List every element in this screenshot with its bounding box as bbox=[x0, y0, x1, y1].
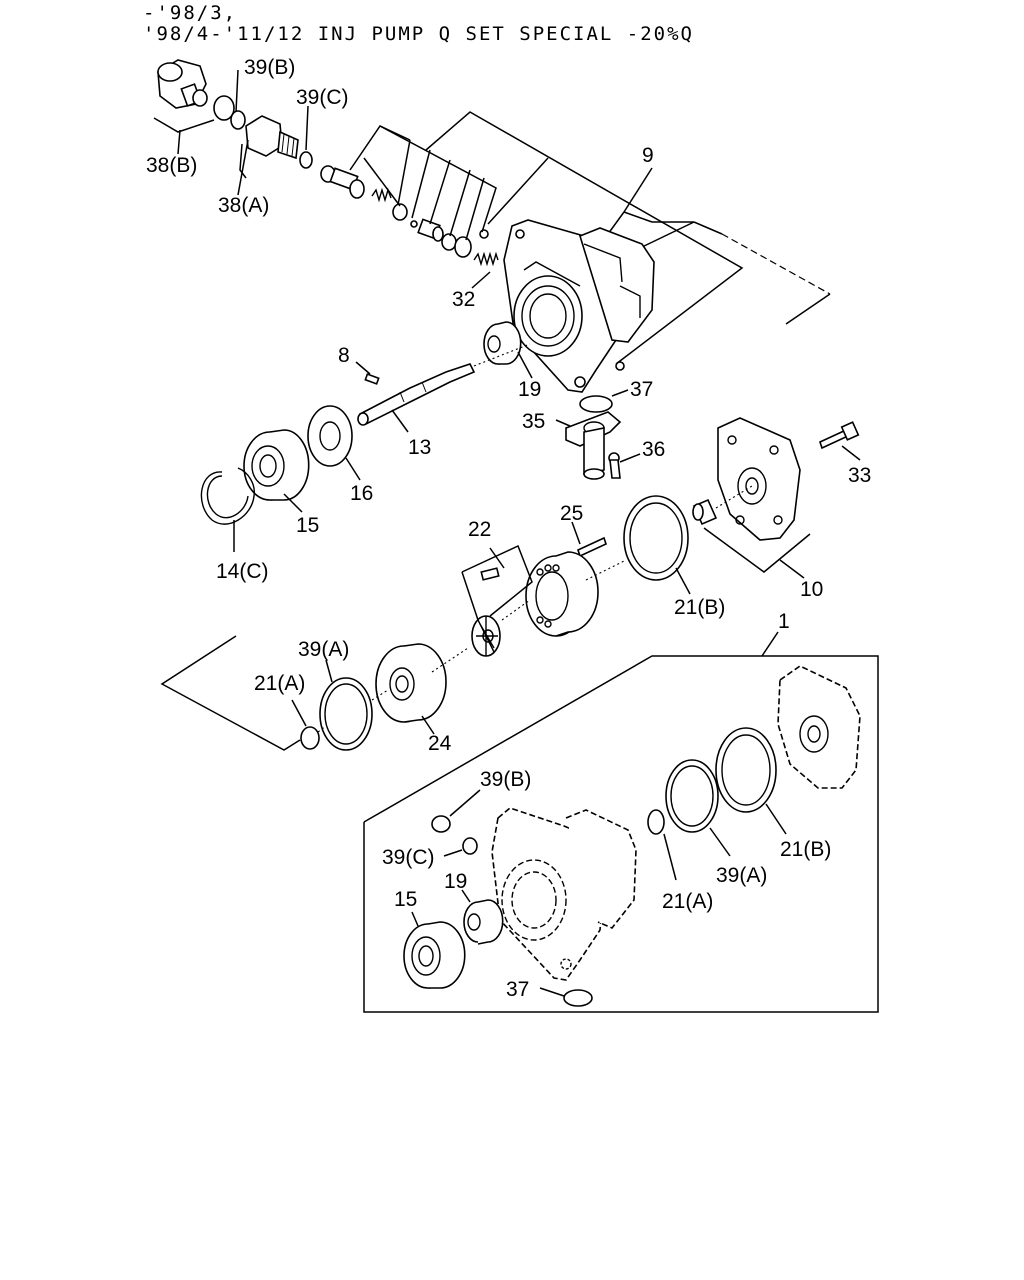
gasket-21b[interactable] bbox=[623, 495, 689, 581]
label-13: 13 bbox=[408, 436, 431, 459]
label-21a: 21(A) bbox=[254, 672, 305, 695]
pin-25[interactable] bbox=[577, 536, 607, 558]
label-19: 19 bbox=[518, 378, 541, 401]
valve-oring[interactable] bbox=[454, 236, 472, 258]
label-1: 1 bbox=[778, 610, 790, 633]
washer-near-38b[interactable] bbox=[213, 95, 235, 121]
bolt-33[interactable] bbox=[819, 421, 860, 450]
label-21b: 21(B) bbox=[674, 596, 725, 619]
o-ring-39a[interactable] bbox=[319, 677, 373, 751]
bearing-15[interactable] bbox=[243, 429, 310, 501]
kit-label-21a: 21(A) bbox=[662, 890, 713, 913]
o-ring-39b-top[interactable] bbox=[230, 110, 246, 130]
label-14c: 14(C) bbox=[216, 560, 269, 583]
washer-16[interactable] bbox=[307, 405, 353, 467]
kit-rear-cover[interactable] bbox=[777, 665, 861, 789]
label-22: 22 bbox=[468, 518, 491, 541]
shaft-13[interactable] bbox=[357, 363, 476, 426]
vane-rotor-22[interactable] bbox=[471, 615, 501, 657]
spring-32[interactable] bbox=[473, 251, 499, 267]
kit-o-ring-37[interactable] bbox=[563, 989, 593, 1007]
kit-label-19: 19 bbox=[444, 870, 467, 893]
rear-cover-10[interactable] bbox=[717, 417, 801, 541]
label-35: 35 bbox=[522, 410, 545, 433]
label-24: 24 bbox=[428, 732, 452, 755]
kit-gasket-21b[interactable] bbox=[715, 727, 777, 813]
label-38b: 38(B) bbox=[146, 154, 197, 177]
pressure-plate-24[interactable] bbox=[375, 643, 447, 723]
cam-ring[interactable] bbox=[525, 551, 599, 637]
label-16: 16 bbox=[350, 482, 373, 505]
kit-o-ring-39a[interactable] bbox=[665, 759, 719, 833]
key-8[interactable] bbox=[364, 373, 380, 385]
label-39b-top: 39(B) bbox=[244, 56, 295, 79]
o-ring-37[interactable] bbox=[579, 395, 613, 413]
label-38a: 38(A) bbox=[218, 194, 269, 217]
bearing-19[interactable] bbox=[483, 321, 522, 365]
label-39a: 39(A) bbox=[298, 638, 349, 661]
valve-washer[interactable] bbox=[441, 233, 457, 251]
label-15: 15 bbox=[296, 514, 319, 537]
valve-spring[interactable] bbox=[371, 187, 392, 203]
kit-bearing-19[interactable] bbox=[463, 899, 504, 945]
kit-label-15: 15 bbox=[394, 888, 417, 911]
kit-label-37: 37 bbox=[506, 978, 529, 1001]
small-ball-3[interactable] bbox=[615, 361, 625, 371]
label-10: 10 bbox=[800, 578, 823, 601]
valve-sleeve[interactable] bbox=[417, 218, 444, 242]
kit-bearing-15[interactable] bbox=[403, 921, 466, 989]
header-line-2: '98/4-'11/12 INJ PUMP Q SET SPECIAL -20%… bbox=[143, 23, 694, 45]
o-ring-39c-top[interactable] bbox=[299, 151, 313, 169]
label-37: 37 bbox=[630, 378, 653, 401]
kit-o-ring-21a[interactable] bbox=[647, 809, 665, 835]
label-9: 9 bbox=[642, 144, 654, 167]
small-ball[interactable] bbox=[410, 220, 418, 228]
small-ball-2[interactable] bbox=[479, 229, 489, 239]
label-33: 33 bbox=[848, 464, 871, 487]
o-ring-21a[interactable] bbox=[300, 726, 320, 750]
fitting-38b[interactable] bbox=[157, 59, 208, 109]
kit-label-39b: 39(B) bbox=[480, 768, 531, 791]
header-line-1: -'98/3, bbox=[143, 2, 237, 24]
valve-seat[interactable] bbox=[392, 203, 408, 221]
label-8: 8 bbox=[338, 344, 350, 367]
vane-22[interactable] bbox=[480, 567, 500, 581]
bolt-36[interactable] bbox=[608, 452, 621, 479]
label-39c-top: 39(C) bbox=[296, 86, 349, 109]
valve-plunger[interactable] bbox=[320, 165, 365, 199]
kit-o-ring-39b[interactable] bbox=[431, 815, 451, 833]
label-32: 32 bbox=[452, 288, 475, 311]
fitting-35[interactable] bbox=[565, 411, 622, 480]
label-25: 25 bbox=[560, 502, 583, 525]
kit-pump-housing[interactable] bbox=[491, 807, 637, 981]
bushing[interactable] bbox=[692, 498, 718, 526]
kit-label-21b: 21(B) bbox=[780, 838, 831, 861]
kit-o-ring-39c[interactable] bbox=[462, 837, 478, 855]
kit-label-39a: 39(A) bbox=[716, 864, 767, 887]
kit-label-39c: 39(C) bbox=[382, 846, 435, 869]
pump-housing-9[interactable] bbox=[503, 219, 655, 393]
snap-ring-14c[interactable] bbox=[200, 467, 255, 525]
label-36: 36 bbox=[642, 438, 665, 461]
fitting-38a[interactable] bbox=[245, 115, 299, 160]
